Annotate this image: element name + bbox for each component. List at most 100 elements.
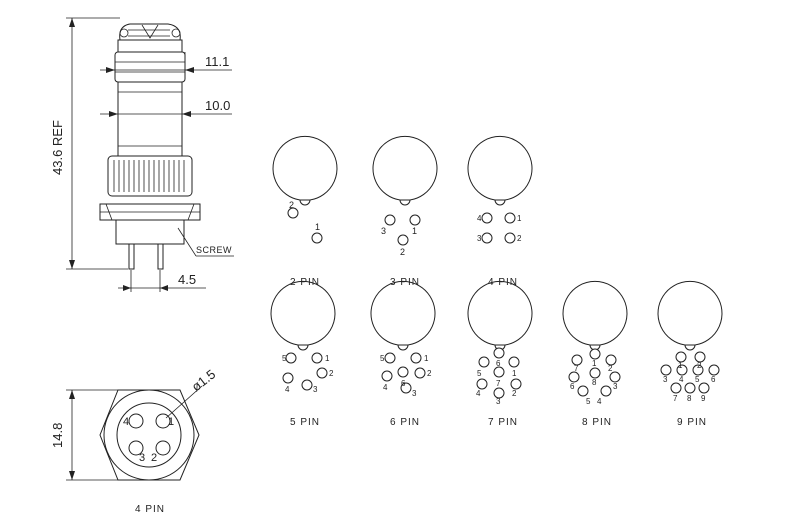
pin-6-1 xyxy=(410,352,422,364)
svg-text:4: 4 xyxy=(597,397,602,406)
pin-7-1 xyxy=(508,356,520,368)
pin-8-1 xyxy=(589,348,601,360)
svg-text:4: 4 xyxy=(383,383,388,392)
pin-8-6 xyxy=(568,371,580,383)
svg-text:1: 1 xyxy=(512,369,517,378)
svg-text:1: 1 xyxy=(412,226,417,236)
pin-9-5 xyxy=(692,364,704,376)
svg-text:7: 7 xyxy=(673,394,678,403)
solder-pin-right xyxy=(157,243,164,270)
face-pin-label-4: 4 xyxy=(123,416,129,428)
svg-text:3: 3 xyxy=(496,397,501,406)
pin-6-4 xyxy=(381,370,393,382)
pin-6-2 xyxy=(414,367,426,379)
pin-4-3 xyxy=(481,232,493,244)
pin-9-3 xyxy=(660,364,672,376)
svg-text:4: 4 xyxy=(476,389,481,398)
svg-text:2: 2 xyxy=(697,361,702,370)
svg-text:2: 2 xyxy=(512,389,517,398)
face-ring-inner xyxy=(116,402,182,468)
pin-7-2 xyxy=(510,378,522,390)
pin-4-1 xyxy=(504,212,516,224)
svg-text:3: 3 xyxy=(663,375,668,384)
face-pin-3 xyxy=(128,440,144,456)
pin-layout-2-label: 2 PIN xyxy=(290,277,320,288)
svg-text:7: 7 xyxy=(496,379,501,388)
pin-layout-6-label: 6 PIN xyxy=(390,417,420,428)
dim-10-0: 10.0 xyxy=(205,98,230,113)
pin-3-1 xyxy=(409,214,421,226)
svg-text:8: 8 xyxy=(592,378,597,387)
pin-9-8 xyxy=(684,382,696,394)
face-view: 4 1 3 2 14.8 ø1.5 4 PIN xyxy=(50,367,218,515)
pin-layout-8: 1 7 2 8 6 3 5 4 8 PIN xyxy=(562,280,628,428)
svg-text:2: 2 xyxy=(608,364,613,373)
svg-text:6: 6 xyxy=(496,359,501,368)
pin-3-3 xyxy=(384,214,396,226)
pin-layout-6: 5 1 2 6 4 3 6 PIN xyxy=(370,280,436,428)
face-pin-label-2: 2 xyxy=(151,452,157,464)
svg-text:3: 3 xyxy=(381,226,386,236)
svg-text:5: 5 xyxy=(586,397,591,406)
svg-text:6: 6 xyxy=(711,375,716,384)
pin-8-8 xyxy=(589,367,601,379)
pin-8-5 xyxy=(577,385,589,397)
pin-7-5 xyxy=(478,356,490,368)
dim-11-1: 11.1 xyxy=(205,54,229,69)
svg-text:8: 8 xyxy=(687,394,692,403)
pin-layout-2: 2 1 2 PIN xyxy=(272,135,338,288)
svg-text:1: 1 xyxy=(592,359,597,368)
pin-layout-5-label: 5 PIN xyxy=(290,417,320,428)
pin-layout-3-label: 3 PIN xyxy=(390,277,420,288)
svg-text:1: 1 xyxy=(424,354,429,363)
main-body xyxy=(117,81,183,157)
pin-9-6 xyxy=(708,364,720,376)
pin-4-2 xyxy=(504,232,516,244)
pin-7-7 xyxy=(493,366,505,378)
svg-text:2: 2 xyxy=(427,369,432,378)
pin-5-3 xyxy=(301,379,313,391)
pin-layout-4-label: 4 PIN xyxy=(488,277,518,288)
side-dimensions: 43.6 REF 11.1 10.0 SCREW 4.5 xyxy=(50,17,234,292)
knurled-nut xyxy=(107,155,193,197)
pin-7-6 xyxy=(493,347,505,359)
pin-8-2 xyxy=(605,354,617,366)
pin-6-5 xyxy=(384,352,396,364)
pin-8-3 xyxy=(609,371,621,383)
solder-pin-left xyxy=(128,243,135,270)
pin-layout-5: 5 1 2 4 3 5 PIN xyxy=(270,280,336,428)
svg-text:6: 6 xyxy=(401,379,406,388)
pin-4-4 xyxy=(481,212,493,224)
pin-9-9 xyxy=(698,382,710,394)
svg-text:9: 9 xyxy=(701,394,706,403)
pin-5-2 xyxy=(316,367,328,379)
svg-text:5: 5 xyxy=(380,354,385,363)
svg-text:4: 4 xyxy=(679,375,684,384)
rear-body xyxy=(115,219,185,245)
pin-2-1 xyxy=(311,232,323,244)
knurl-lines xyxy=(113,160,185,192)
dim-4-5: 4.5 xyxy=(178,272,196,287)
dim-pin-diameter: ø1.5 xyxy=(189,367,219,395)
svg-text:4: 4 xyxy=(477,214,482,223)
pin-9-4 xyxy=(676,364,688,376)
pin-5-5 xyxy=(285,352,297,364)
svg-text:1: 1 xyxy=(517,214,522,223)
pin-2-2 xyxy=(287,207,299,219)
pin-9-7 xyxy=(670,382,682,394)
svg-text:3: 3 xyxy=(412,389,417,398)
face-view-label: 4 PIN xyxy=(135,504,165,515)
pin-6-3 xyxy=(400,382,412,394)
svg-text:3: 3 xyxy=(313,385,318,394)
pin-8-7 xyxy=(571,354,583,366)
pin-layout-9-label: 9 PIN xyxy=(677,417,707,428)
hex-outline xyxy=(99,389,200,481)
pin-layout-9: 1 2 3 4 5 6 7 8 9 9 PIN xyxy=(657,280,723,428)
face-pin-label-1: 1 xyxy=(168,416,174,428)
pin-5-1 xyxy=(311,352,323,364)
pin-layout-7-label: 7 PIN xyxy=(488,417,518,428)
face-ring-outer xyxy=(103,389,195,481)
pin-7-3 xyxy=(493,387,505,399)
side-view xyxy=(99,23,201,270)
pin-9-1 xyxy=(675,351,687,363)
